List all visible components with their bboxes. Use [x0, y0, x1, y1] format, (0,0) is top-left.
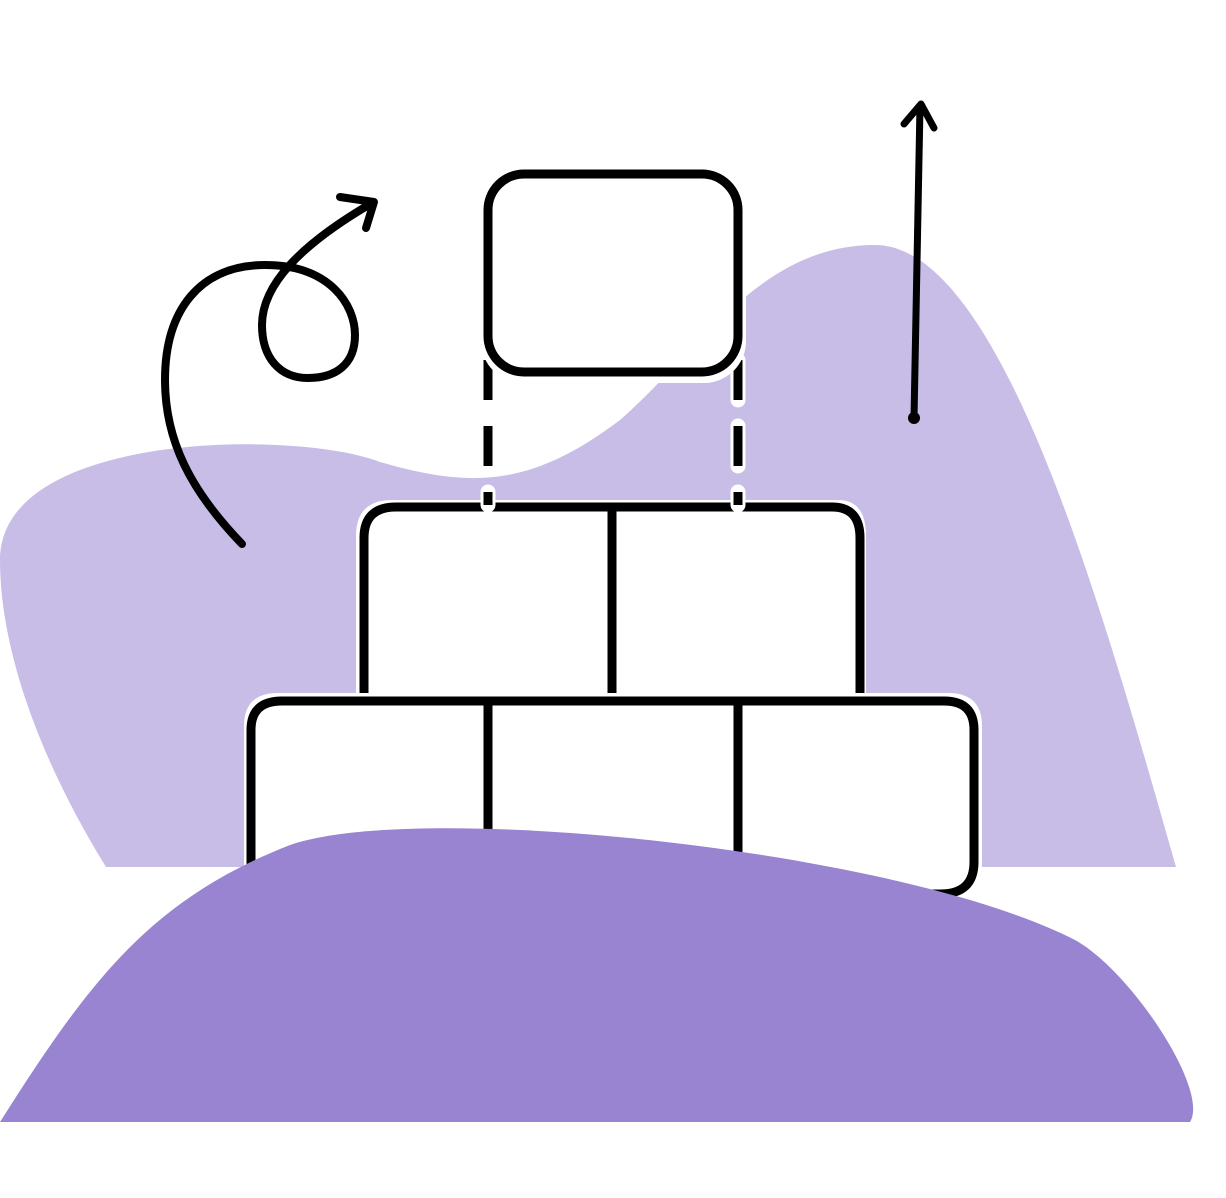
- up-arrow-tail-dot: [908, 412, 920, 424]
- top-block-outline: [483, 169, 743, 377]
- loop-arrow-head: [336, 193, 378, 232]
- loop-arrow-stroke: [161, 199, 376, 548]
- dark-hill-shape: [0, 828, 1194, 1122]
- up-arrow-shaft: [910, 102, 924, 422]
- block-row-middle: [356, 500, 866, 700]
- up-arrow-icon: [900, 100, 938, 424]
- block-top: [481, 167, 746, 383]
- up-arrow-head: [900, 100, 938, 132]
- loop-arrow-icon: [161, 193, 378, 548]
- dashed-guides: [480, 352, 746, 513]
